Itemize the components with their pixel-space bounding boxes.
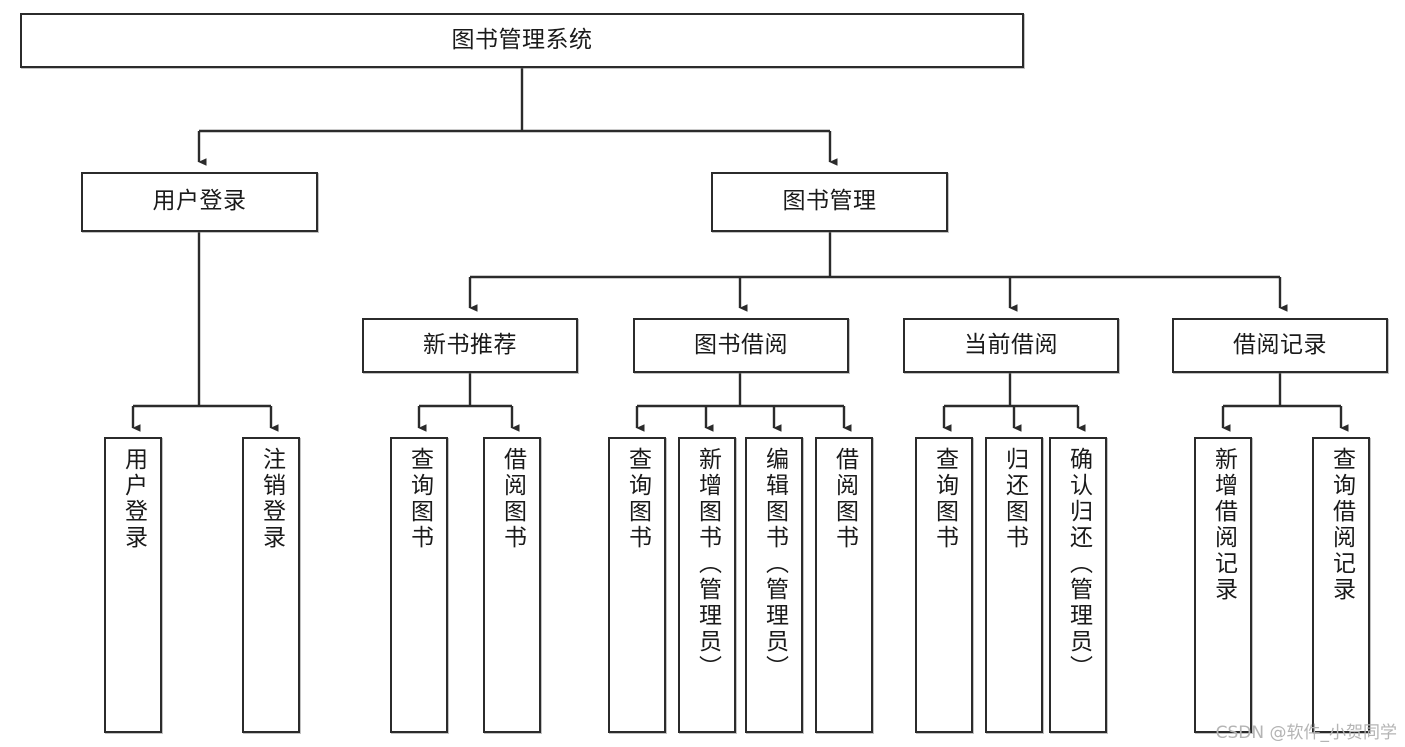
node-leaf-query-book-1[interactable]: 查询图书 [390,437,448,733]
node-leaf-user-logout-label: 注销登录 [258,447,285,551]
node-leaf-edit-book-label: 编辑图书（管理员） [761,447,788,681]
node-current-borrow-label: 当前借阅 [964,331,1058,358]
node-leaf-query-book-2-label: 查询图书 [624,447,651,551]
node-leaf-user-login-label: 用户登录 [120,447,147,551]
node-user-login[interactable]: 用户登录 [81,172,318,232]
node-new-book-recommend-label: 新书推荐 [423,331,517,358]
node-leaf-query-book-3[interactable]: 查询图书 [915,437,973,733]
node-book-management[interactable]: 图书管理 [711,172,948,232]
node-leaf-borrow-book-2[interactable]: 借阅图书 [815,437,873,733]
node-new-book-recommend[interactable]: 新书推荐 [362,318,578,373]
node-leaf-add-record[interactable]: 新增借阅记录 [1194,437,1252,733]
node-leaf-query-book-3-label: 查询图书 [931,447,958,551]
watermark-text: CSDN @软件_小贺同学 [1215,723,1397,743]
node-book-borrow-label: 图书借阅 [694,331,788,358]
node-leaf-confirm-return[interactable]: 确认归还（管理员） [1049,437,1107,733]
node-user-login-label: 用户登录 [152,188,247,215]
node-leaf-borrow-book-2-label: 借阅图书 [831,447,858,551]
node-leaf-borrow-book-1[interactable]: 借阅图书 [483,437,541,733]
node-root-label: 图书管理系统 [451,26,593,53]
node-root[interactable]: 图书管理系统 [20,13,1024,68]
node-leaf-add-book-label: 新增图书（管理员） [694,447,721,681]
node-borrow-record-label: 借阅记录 [1233,331,1327,358]
node-book-borrow[interactable]: 图书借阅 [633,318,849,373]
node-leaf-edit-book[interactable]: 编辑图书（管理员） [745,437,803,733]
node-book-management-label: 图书管理 [782,188,877,215]
node-leaf-user-logout[interactable]: 注销登录 [242,437,300,733]
node-leaf-confirm-return-label: 确认归还（管理员） [1065,447,1092,681]
node-leaf-query-book-2[interactable]: 查询图书 [608,437,666,733]
node-leaf-return-book[interactable]: 归还图书 [985,437,1043,733]
node-leaf-query-book-1-label: 查询图书 [406,447,433,551]
node-borrow-record[interactable]: 借阅记录 [1172,318,1388,373]
node-current-borrow[interactable]: 当前借阅 [903,318,1119,373]
node-leaf-add-book[interactable]: 新增图书（管理员） [678,437,736,733]
node-leaf-user-login[interactable]: 用户登录 [104,437,162,733]
node-leaf-add-record-label: 新增借阅记录 [1210,447,1237,603]
node-leaf-return-book-label: 归还图书 [1001,447,1028,551]
node-leaf-query-record-label: 查询借阅记录 [1328,447,1355,603]
node-leaf-borrow-book-1-label: 借阅图书 [499,447,526,551]
node-leaf-query-record[interactable]: 查询借阅记录 [1312,437,1370,733]
